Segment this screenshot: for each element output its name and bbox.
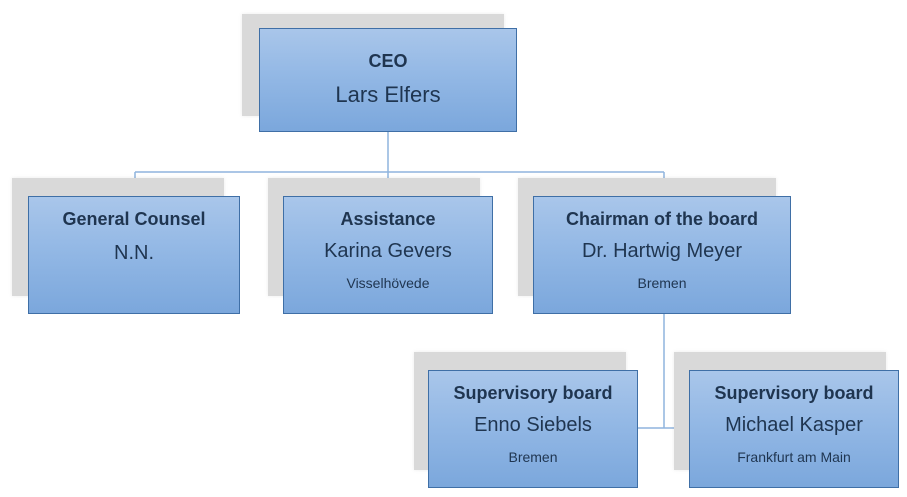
supervisory-board-1-location: Bremen (508, 449, 558, 465)
assistance-name: Karina Gevers (324, 240, 452, 262)
supervisory-board-1-name: Enno Siebels (474, 414, 592, 436)
supervisory-board-2-location: Frankfurt am Main (737, 449, 851, 465)
assistance-box: Assistance Karina Gevers Visselhövede (283, 196, 493, 314)
supervisory-board-1-title: Supervisory board (453, 383, 613, 403)
chairman-title: Chairman of the board (565, 209, 758, 229)
chairman-location: Bremen (637, 275, 687, 291)
assistance-title: Assistance (340, 209, 436, 229)
assistance-location: Visselhövede (346, 275, 430, 291)
ceo-title: CEO (368, 51, 408, 71)
chairman-box: Chairman of the board Dr. Hartwig Meyer … (533, 196, 791, 314)
supervisory-board-1-box: Supervisory board Enno Siebels Bremen (428, 370, 638, 488)
ceo-box: CEO Lars Elfers (259, 28, 517, 132)
supervisory-board-2-title: Supervisory board (714, 383, 874, 403)
supervisory-board-2-name: Michael Kasper (725, 414, 863, 436)
supervisory-board-2-box: Supervisory board Michael Kasper Frankfu… (689, 370, 899, 488)
general-counsel-box: General Counsel N.N. (28, 196, 240, 314)
general-counsel-title: General Counsel (62, 209, 206, 229)
ceo-name: Lars Elfers (335, 82, 441, 107)
chairman-name: Dr. Hartwig Meyer (581, 240, 743, 262)
general-counsel-name: N.N. (114, 242, 154, 264)
